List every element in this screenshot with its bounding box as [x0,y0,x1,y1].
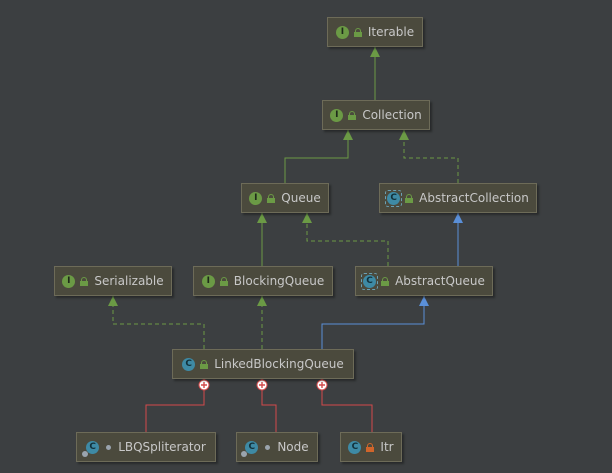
public-lock-icon [80,276,89,286]
public-lock-icon [200,359,209,369]
node-label: LinkedBlockingQueue [214,357,344,371]
inner-class-plus-icon-cross [319,382,325,388]
public-lock-icon [267,193,276,203]
interface-icon: I [249,191,263,205]
node-queue[interactable]: I Queue [241,183,329,213]
node-label: AbstractQueue [395,274,485,288]
edge-arrowhead [453,213,463,223]
edge-node-to-linked-blocking-queue [261,379,277,432]
edge-arrowhead [343,130,353,140]
node-label: Itr [380,440,394,454]
node-serializable[interactable]: I Serializable [54,266,172,296]
edge-abstract-collection-to-collection [403,130,459,183]
node-itr[interactable]: C Itr [340,432,402,462]
node-abstract-collection[interactable]: C AbstractCollection [379,183,537,213]
edge-arrowhead [257,296,267,306]
node-abstract-queue[interactable]: C AbstractQueue [355,266,493,296]
node-node[interactable]: C Node [236,432,318,462]
interface-icon: I [62,274,76,288]
edge-itr-to-linked-blocking-queue [321,379,373,432]
edge-layer [108,47,463,432]
public-lock-icon [348,110,357,120]
public-lock-icon [219,276,228,286]
node-linked-blocking-queue[interactable]: C LinkedBlockingQueue [172,349,354,379]
private-lock-icon [366,442,375,452]
edge-linked-blocking-queue-to-abstract-queue [321,296,425,349]
public-lock-icon [381,276,390,286]
node-collection[interactable]: I Collection [322,100,430,130]
inner-class-plus-icon-cross [259,382,265,388]
node-label: Collection [362,108,422,122]
inner-class-icon: C [241,440,259,457]
inner-class-icon: C [82,440,100,457]
node-label: BlockingQueue [233,274,325,288]
node-label: Serializable [94,274,164,288]
abstract-class-icon: C [361,272,379,290]
class-icon: C [182,357,196,371]
edge-arrowhead [399,130,409,140]
node-label: LBQSpliterator [118,440,206,454]
package-private-dot-icon [104,443,112,452]
edge-abstract-queue-to-queue [306,213,389,266]
class-icon: C [348,440,362,454]
edge-linked-blocking-queue-to-serializable [112,296,205,349]
node-iterable[interactable]: I Iterable [327,17,423,47]
edge-lbq-spliterator-to-linked-blocking-queue [145,379,205,432]
public-lock-icon [353,27,362,37]
edge-arrowhead [257,213,267,223]
public-lock-icon [405,193,414,203]
inner-class-plus-icon-cross [201,382,207,388]
node-label: Queue [281,191,321,205]
edge-queue-to-collection [284,130,349,183]
node-lbq-spliterator[interactable]: C LBQSpliterator [76,432,216,462]
package-private-dot-icon [263,443,271,452]
interface-icon: I [335,25,349,39]
edge-arrowhead [419,296,429,306]
node-label: Iterable [367,25,415,39]
node-label: Node [277,440,309,454]
interface-icon: I [201,274,215,288]
edge-arrowhead [108,296,118,306]
node-blocking-queue[interactable]: I BlockingQueue [193,266,333,296]
edge-arrowhead [302,213,312,223]
interface-icon: I [330,108,344,122]
abstract-class-icon: C [385,189,403,207]
edge-arrowhead [370,47,380,57]
node-label: AbstractCollection [419,191,529,205]
